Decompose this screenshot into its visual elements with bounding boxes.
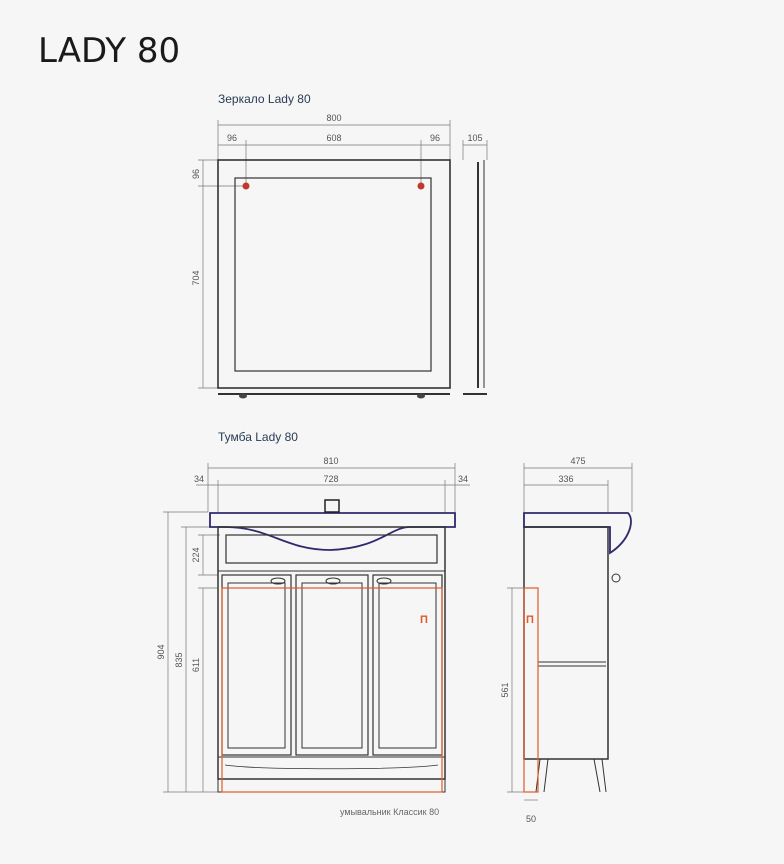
mirror-shelf-bracket-left bbox=[239, 393, 247, 399]
mirror-mount-hole-left bbox=[242, 182, 250, 190]
mirror-hole-spacing-label: 608 bbox=[326, 133, 341, 143]
cabinet-front-dimensions bbox=[163, 463, 470, 793]
cabinet-caption: Тумба Lady 80 bbox=[218, 430, 298, 444]
mirror-shelf-bracket-right bbox=[417, 393, 425, 399]
door-handle-center bbox=[325, 577, 341, 585]
mirror-mount-hole-right bbox=[417, 182, 425, 190]
page-title: LADY 80 bbox=[38, 31, 180, 71]
side-cutout-width-label: 50 bbox=[526, 814, 536, 824]
mirror-hole-height-label: 704 bbox=[191, 270, 201, 285]
cabinet-side-view bbox=[523, 512, 632, 793]
mirror-front-view bbox=[217, 159, 451, 395]
cabinet-drawer-height-label: 224 bbox=[191, 547, 201, 562]
mirror-top-offset-label: 96 bbox=[191, 169, 201, 179]
cabinet-total-height-label: 904 bbox=[156, 644, 166, 659]
cabinet-front-view bbox=[209, 499, 456, 793]
cabinet-side-dimensions bbox=[507, 463, 633, 801]
mirror-side-view bbox=[463, 160, 487, 395]
side-handle bbox=[611, 573, 621, 583]
cabinet-left-overhang-label: 34 bbox=[194, 474, 204, 484]
front-cutout-label: П bbox=[420, 614, 428, 626]
mirror-dimensions bbox=[198, 120, 488, 389]
sink-note: умывальник Классик 80 bbox=[340, 807, 439, 817]
cabinet-right-overhang-label: 34 bbox=[458, 474, 468, 484]
door-handle-left bbox=[270, 577, 286, 585]
mirror-left-offset-label: 96 bbox=[227, 133, 237, 143]
side-cutout-outline bbox=[523, 587, 539, 793]
cabinet-inner-width-label: 728 bbox=[323, 474, 338, 484]
mirror-width-label: 800 bbox=[326, 113, 341, 123]
side-cutout-height-label: 561 bbox=[500, 682, 510, 697]
cabinet-cutout-height-label: 611 bbox=[191, 658, 201, 672]
mirror-caption: Зеркало Lady 80 bbox=[218, 92, 311, 106]
front-cutout-outline bbox=[221, 587, 443, 793]
cabinet-depth-total-label: 475 bbox=[570, 456, 585, 466]
cabinet-body-height-label: 835 bbox=[174, 652, 184, 667]
door-handle-right bbox=[376, 577, 392, 585]
cabinet-width-label: 810 bbox=[323, 456, 338, 466]
mirror-right-offset-label: 96 bbox=[430, 133, 440, 143]
side-cutout-label: П bbox=[526, 614, 534, 626]
cabinet-depth-body-label: 336 bbox=[558, 474, 573, 484]
mirror-depth-label: 105 bbox=[467, 133, 482, 143]
